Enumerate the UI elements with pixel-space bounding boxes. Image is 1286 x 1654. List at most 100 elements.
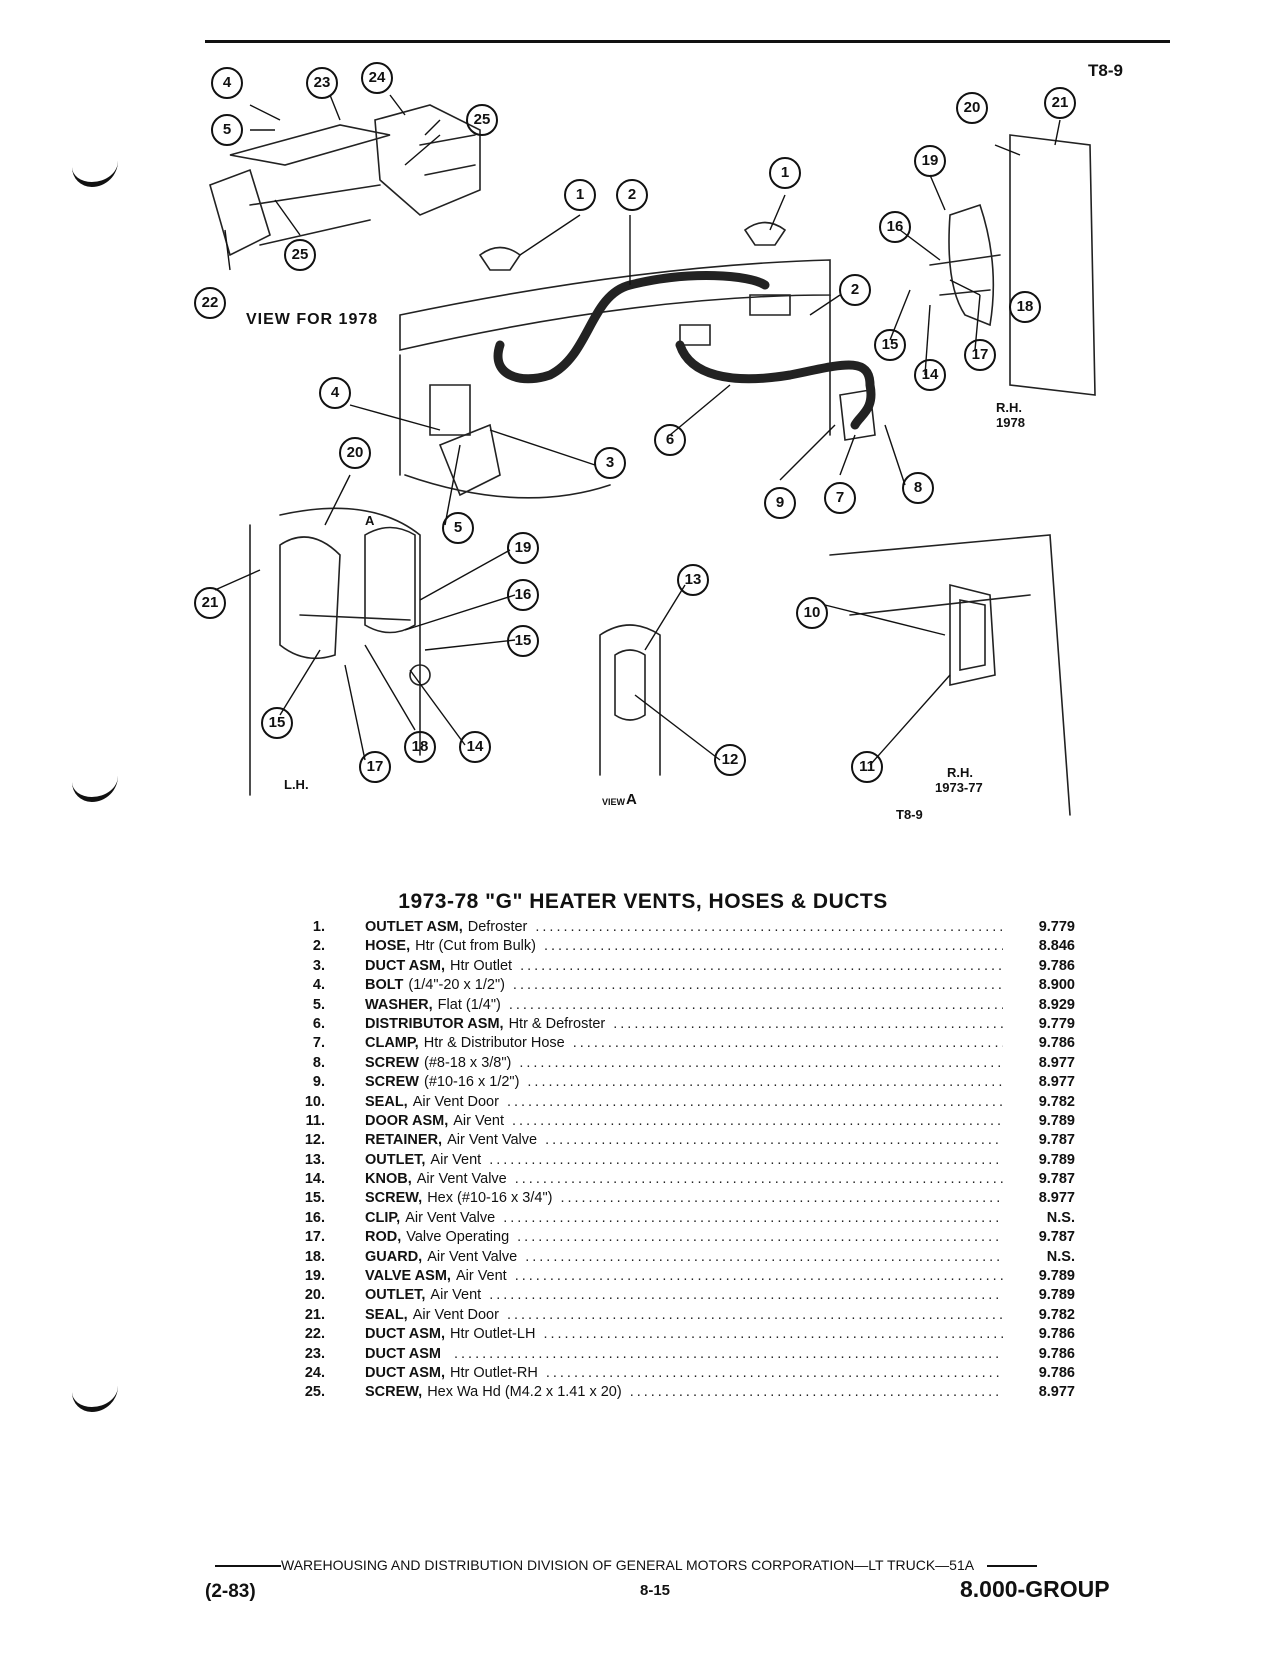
part-name: SEAL, <box>365 1306 408 1323</box>
leader-dots <box>507 1093 1003 1112</box>
part-row: 7. CLAMP,Htr & Distributor Hose 9.786 <box>275 1034 1075 1053</box>
binder-hole-mark <box>72 775 118 802</box>
group-number-cell: 9.786 <box>1038 957 1075 974</box>
part-number: 13. <box>304 1151 325 1168</box>
part-row: 10.SEAL,Air Vent Door9.782 <box>275 1093 1075 1112</box>
callout-8: 8 <box>913 479 923 496</box>
part-number: 25. <box>304 1384 325 1401</box>
callout-13: 13 <box>684 571 702 588</box>
part-number: 24. <box>304 1364 325 1381</box>
leader-dots <box>517 1228 1003 1247</box>
callout-10: 10 <box>803 604 821 621</box>
leader-dots <box>489 1151 1003 1170</box>
part-name: SEAL, <box>365 1093 408 1110</box>
part-number: 6. <box>312 1015 325 1032</box>
leader-dots <box>546 1364 1003 1383</box>
arrow-a-label: A <box>365 513 375 528</box>
heater-vent-illustration <box>194 62 1096 816</box>
part-number: 17. <box>304 1229 325 1246</box>
leader-dots <box>513 976 1003 995</box>
part-name: DUCT ASM, <box>365 957 446 974</box>
leader-dots <box>545 1131 1003 1150</box>
part-row: 9.SCREW(#10-16 x 1/2")8.977 <box>275 1073 1075 1092</box>
leader-dots <box>544 937 1003 956</box>
part-name: OUTLET, <box>365 1287 426 1304</box>
part-description: Air Vent Door <box>412 1093 499 1110</box>
part-row: 22.DUCT ASM,Htr Outlet-LH9.786 <box>275 1325 1075 1344</box>
revision-date: (2-83) <box>205 1581 256 1602</box>
part-name: KNOB, <box>365 1171 412 1188</box>
group-number-cell: 9.786 <box>1038 1326 1075 1343</box>
figure-code-top: T8-9 <box>1088 61 1123 80</box>
callout-1: 1 <box>780 164 790 181</box>
leader-dots <box>454 1345 1003 1364</box>
part-row: 5.WASHER,Flat (1/4")8.929 <box>275 996 1075 1015</box>
callout-15: 15 <box>268 714 286 731</box>
part-number: 9. <box>312 1074 325 1091</box>
group-number-cell: 9.787 <box>1038 1171 1075 1188</box>
callout-18: 18 <box>411 738 429 755</box>
callout-24: 24 <box>368 69 386 86</box>
part-description: Air Vent Valve <box>447 1132 538 1149</box>
part-number: 19. <box>304 1268 325 1285</box>
callout-9: 9 <box>775 494 785 511</box>
group-number-cell: 9.789 <box>1038 1287 1075 1304</box>
part-number: 10. <box>304 1093 325 1110</box>
part-row: 8.SCREW(#8-18 x 3/8")8.977 <box>275 1054 1075 1073</box>
part-row: 6.DISTRIBUTOR ASM,Htr & Defroster9.779 <box>275 1015 1075 1034</box>
part-description: Air Vent Valve <box>416 1171 507 1188</box>
group-number-cell: 9.789 <box>1038 1112 1075 1129</box>
leader-dots <box>515 1267 1003 1286</box>
part-description: Air Vent Door <box>412 1306 499 1323</box>
footer-credit-text: WAREHOUSING AND DISTRIBUTION DIVISION OF… <box>281 1557 974 1573</box>
view-a-caption-letter: A <box>626 791 637 808</box>
leader-dots <box>515 1170 1003 1189</box>
leader-dots <box>527 1073 1003 1092</box>
part-description <box>441 1345 446 1364</box>
part-description: Air Vent Valve <box>427 1248 518 1265</box>
figure-code-bottom: T8-9 <box>896 807 923 822</box>
part-name: CLAMP, <box>365 1035 419 1052</box>
group-number-cell: 9.786 <box>1038 1035 1075 1052</box>
part-number: 7. <box>312 1035 325 1052</box>
callout-5: 5 <box>222 121 232 138</box>
part-description: Htr & Distributor Hose <box>423 1035 565 1052</box>
leader-dots <box>507 1306 1003 1325</box>
callout-3: 3 <box>605 454 615 471</box>
part-number: 12. <box>304 1132 325 1149</box>
binder-hole-mark <box>72 160 118 187</box>
part-description: Valve Operating <box>406 1229 510 1246</box>
group-number-cell: 9.779 <box>1038 1015 1075 1032</box>
callout-19: 19 <box>921 152 939 169</box>
part-row: 24.DUCT ASM,Htr Outlet-RH9.786 <box>275 1364 1075 1383</box>
callout-6: 6 <box>665 431 675 448</box>
leader-dots <box>489 1286 1003 1305</box>
part-description: Htr Outlet <box>450 957 513 974</box>
view-1978-caption: VIEW FOR 1978 <box>246 311 379 328</box>
group-number-cell: 8.846 <box>1038 938 1075 955</box>
part-number: 1. <box>312 919 325 935</box>
group-number-cell: 9.786 <box>1038 1364 1075 1381</box>
leader-dots <box>630 1383 1003 1402</box>
group-number-cell: 8.977 <box>1038 1074 1075 1091</box>
part-description: Htr (Cut from Bulk) <box>415 938 536 955</box>
leader-dots <box>503 1209 1003 1228</box>
top-rule <box>205 40 1170 43</box>
part-row: 1.OUTLET ASM,Defroster9.779 <box>275 918 1075 937</box>
part-number: 2. <box>312 938 325 955</box>
callout-17: 17 <box>971 346 989 363</box>
callout-22: 22 <box>201 294 219 311</box>
group-number-cell: 8.977 <box>1038 1054 1075 1071</box>
binder-hole-mark <box>72 1385 118 1412</box>
part-name: CLIP, <box>365 1209 401 1226</box>
part-description: Htr Outlet-RH <box>450 1364 538 1381</box>
part-number: 20. <box>304 1287 325 1304</box>
part-name: WASHER, <box>365 996 433 1013</box>
group-number-cell: N.S. <box>1046 1248 1075 1265</box>
group-number-cell: 9.789 <box>1038 1268 1075 1285</box>
callout-1: 1 <box>575 186 585 203</box>
leader-dots <box>535 918 1003 937</box>
part-description: Htr & Defroster <box>508 1015 606 1032</box>
leader-dots <box>509 996 1003 1015</box>
callout-2: 2 <box>627 186 637 203</box>
